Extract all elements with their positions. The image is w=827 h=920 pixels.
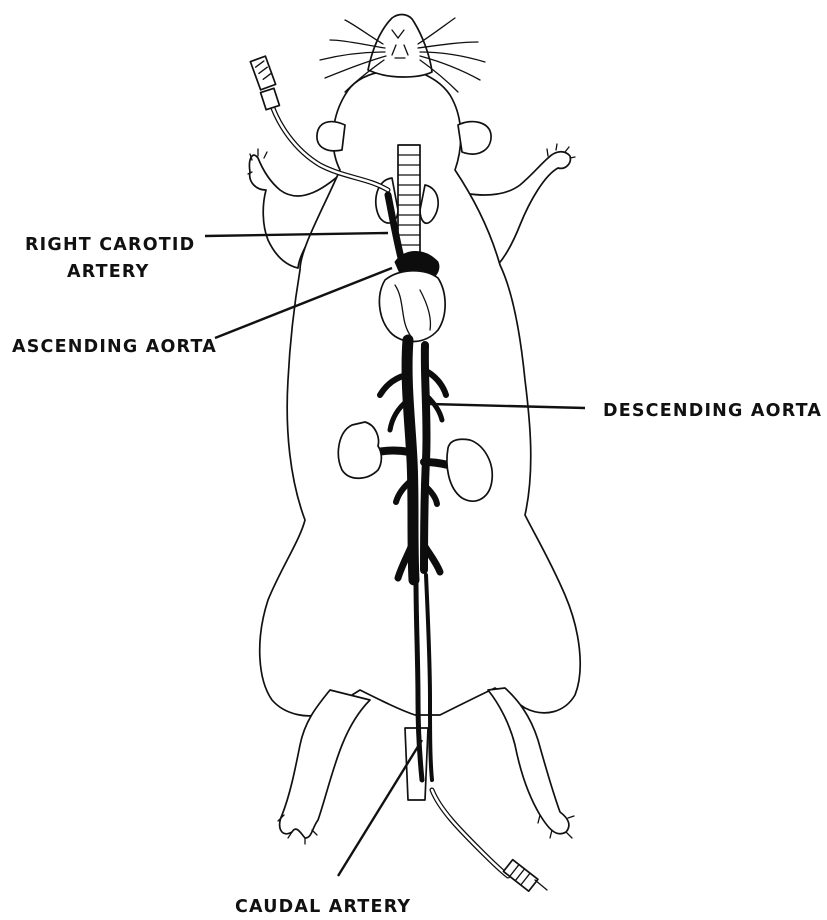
- syringe-bottom: [503, 860, 537, 892]
- label-right-carotid-line2: ARTERY: [67, 262, 150, 282]
- right-renal-vessel: [424, 462, 448, 465]
- label-right-carotid-line1: RIGHT CAROTID: [25, 235, 195, 255]
- left-kidney: [338, 422, 381, 478]
- label-caudal-artery: CAUDAL ARTERY: [235, 897, 411, 917]
- left-ear: [317, 122, 345, 151]
- head: [368, 15, 432, 77]
- caudal-cannula: [432, 790, 547, 891]
- label-descending-aorta: DESCENDING AORTA: [603, 401, 822, 421]
- label-ascending-aorta: ASCENDING AORTA: [12, 337, 217, 357]
- cannula-tube-bottom: [432, 790, 508, 876]
- vena-cava: [424, 345, 427, 570]
- leader-caudal-artery: [338, 740, 422, 876]
- trachea-tube: [398, 145, 420, 255]
- heart: [379, 271, 445, 342]
- left-renal-vessel: [378, 451, 410, 453]
- right-ear: [458, 122, 491, 154]
